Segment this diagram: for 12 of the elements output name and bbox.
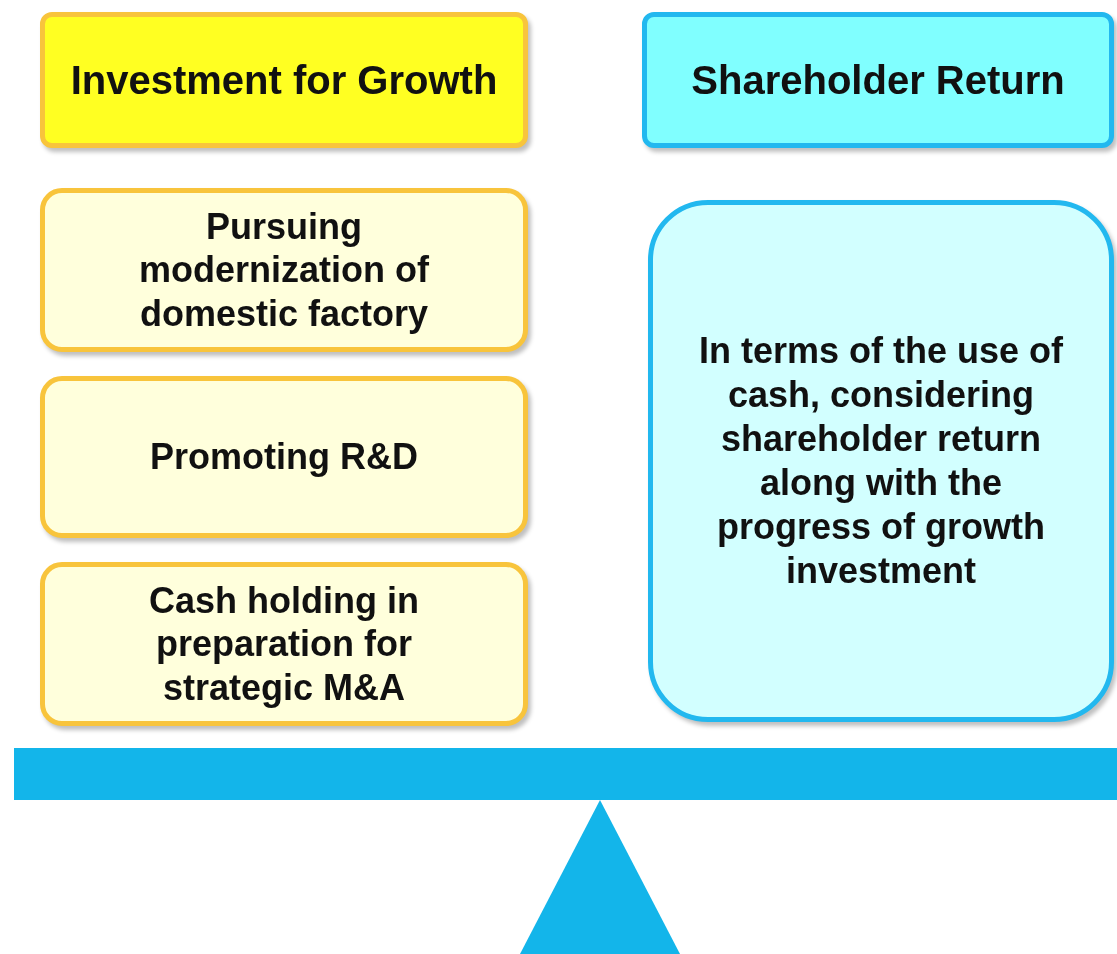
note-box <box>648 200 1114 722</box>
item-box <box>40 562 528 726</box>
item-text: Cash holding in preparation for strategic M&A <box>148 579 420 709</box>
item-text: Pursuing modernization of domestic factory <box>138 205 430 335</box>
item-box <box>40 188 528 352</box>
header-title: Investment for Growth <box>70 57 498 104</box>
item-box <box>40 376 528 538</box>
header-box <box>40 12 528 148</box>
header-box <box>642 12 1114 148</box>
item-text: Promoting R&D <box>150 435 418 479</box>
header-title: Shareholder Return <box>691 57 1065 104</box>
note-text: In terms of the use of cash, considering shareholder return along with the progress of growth investment <box>697 329 1064 593</box>
